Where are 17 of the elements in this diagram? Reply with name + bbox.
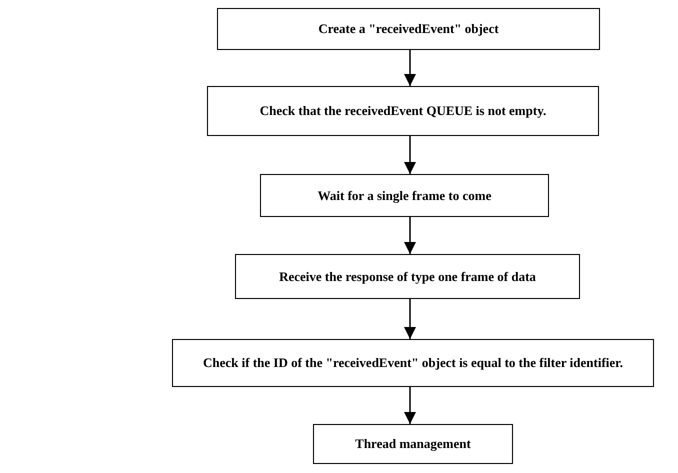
process-box: [235, 254, 580, 299]
box-label: Wait for a single frame to come: [318, 188, 492, 204]
arrow: [404, 217, 416, 254]
box-label: Create a "receivedEvent" object: [318, 21, 499, 37]
arrow: [404, 50, 416, 86]
arrow: [404, 387, 416, 424]
process-box: [217, 8, 600, 50]
arrow: [404, 136, 416, 174]
process-box: [260, 174, 549, 217]
process-box: [313, 424, 513, 464]
box-label: Check if the ID of the "receivedEvent" object is equal to the filter identifier.: [202, 355, 623, 371]
box-label: Check that the receivedEvent QUEUE is not empty.: [260, 103, 546, 119]
box-label: Receive the response of type one frame of data: [279, 268, 536, 284]
arrow: [404, 299, 416, 339]
box-label: Thread management: [355, 436, 471, 452]
process-box: [207, 86, 599, 136]
process-box: [172, 339, 654, 387]
